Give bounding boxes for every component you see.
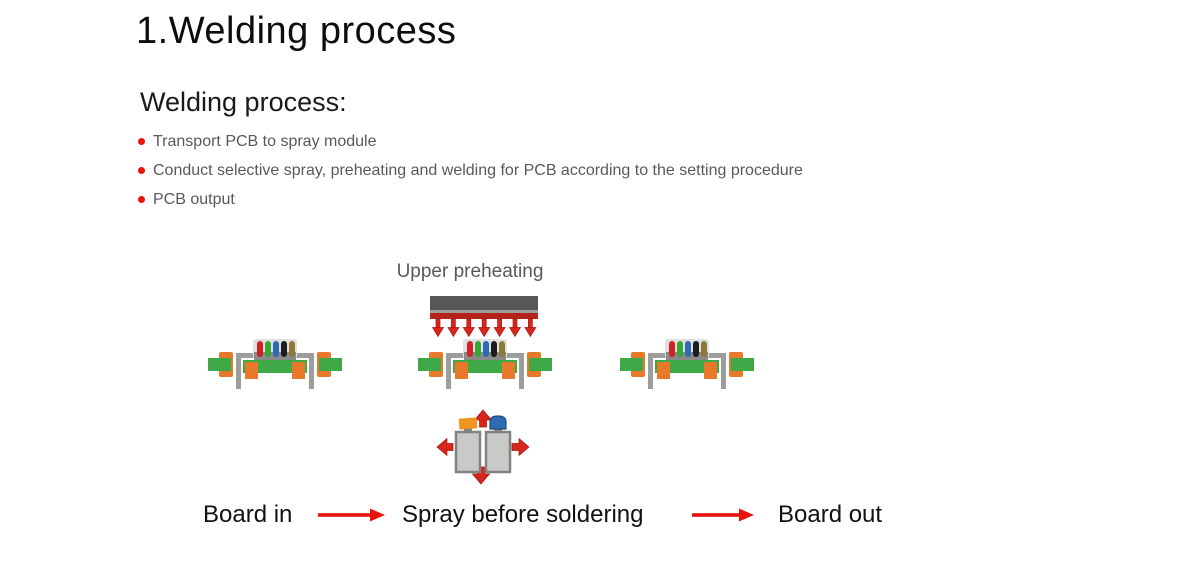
flow-arrow-icon (692, 508, 754, 522)
section-heading: Welding process: (140, 87, 347, 117)
page-title: 1.Welding process (136, 10, 457, 52)
list-item: PCB output (138, 185, 803, 214)
flow-step-board-out: Board out (778, 501, 883, 528)
upper-preheater-icon (430, 296, 538, 337)
spray-module-icon (436, 409, 530, 485)
bullet-text: Conduct selective spray, preheating and … (153, 162, 803, 179)
flow-step-board-in: Board in (203, 501, 293, 528)
bullet-dot-icon (138, 138, 145, 145)
pcb-icon (418, 339, 552, 389)
pcb-icon (208, 339, 342, 389)
bullet-text: PCB output (153, 191, 235, 208)
bullet-list: Transport PCB to spray module Conduct se… (138, 127, 803, 214)
spray-direction-arrow-icon (436, 409, 530, 485)
heater-light-strip (430, 310, 538, 313)
solder-nozzle-cap (489, 415, 507, 430)
upper-preheating-label: Upper preheating (396, 261, 544, 282)
flux-nozzle-neck (464, 426, 472, 433)
heater-red-strip (430, 313, 538, 319)
bullet-text: Transport PCB to spray module (153, 133, 377, 150)
heat-arrow-icon (432, 318, 537, 337)
flux-nozzle-cap (458, 417, 478, 430)
bullet-dot-icon (138, 167, 145, 174)
solder-nozzle-body (484, 430, 512, 474)
pcb-icon (620, 339, 754, 389)
list-item: Transport PCB to spray module (138, 127, 803, 156)
flow-arrow-icon (318, 508, 385, 522)
flow-step-spray: Spray before soldering (402, 501, 644, 528)
flux-nozzle-body (454, 430, 482, 474)
bullet-dot-icon (138, 196, 145, 203)
list-item: Conduct selective spray, preheating and … (138, 156, 803, 185)
heater-dark-bar (430, 296, 538, 310)
